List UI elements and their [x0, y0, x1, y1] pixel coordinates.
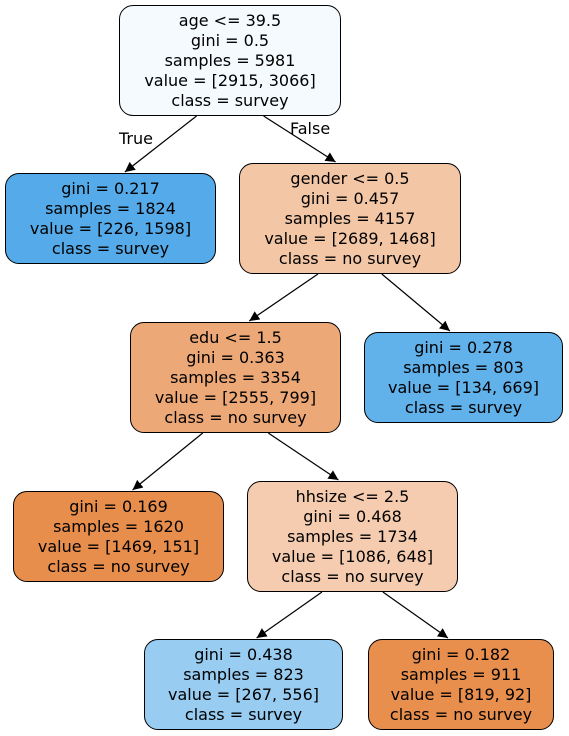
node-samples-text: samples = 1824: [45, 198, 176, 218]
node-value-text: value = [226, 1598]: [29, 218, 192, 238]
node-value-text: value = [2555, 799]: [154, 387, 317, 407]
node-samples-text: samples = 823: [183, 664, 304, 684]
node-class-text: class = no survey: [278, 248, 422, 268]
node-split-text: edu <= 1.5: [189, 327, 282, 347]
node-class-text: class = no survey: [164, 407, 307, 427]
node-class-text: class = survey: [404, 397, 523, 417]
node-class-text: class = survey: [51, 238, 170, 258]
edge-n3-n6: [267, 432, 339, 481]
node-value-text: value = [2915, 3066]: [144, 70, 316, 90]
node-gini-text: gini = 0.278: [414, 337, 513, 357]
node-split-text: gender <= 0.5: [290, 168, 410, 188]
node-gini-text: gini = 0.5: [190, 30, 270, 50]
edge-label-false: False: [290, 119, 331, 138]
edge-n3-n5: [132, 432, 204, 491]
node-value-text: value = [1469, 151]: [37, 536, 200, 556]
node-gini-text: gini = 0.438: [194, 644, 293, 664]
node-value-text: value = [819, 92]: [390, 684, 532, 704]
node-samples-text: samples = 803: [403, 357, 524, 377]
node-samples-text: samples = 4157: [284, 208, 416, 228]
edge-n2-n4: [381, 273, 451, 332]
node-gini-text: gini = 0.457: [300, 188, 400, 208]
node-value-text: value = [134, 669]: [387, 377, 539, 397]
node-samples-text: samples = 911: [400, 664, 522, 684]
node-class-text: class = survey: [171, 90, 289, 110]
node-samples-text: samples = 5981: [164, 50, 296, 70]
edge-label-true: True: [119, 129, 153, 148]
node-samples-text: samples = 3354: [170, 367, 301, 387]
node-split-text: age <= 39.5: [178, 10, 282, 30]
node-value-text: value = [267, 556]: [167, 684, 319, 704]
node-gini-text: gini = 0.182: [411, 644, 511, 664]
edge-n0-n1: [124, 115, 197, 173]
node-class-text: class = no survey: [389, 704, 533, 724]
edge-n6-n7: [256, 591, 323, 639]
node-value-text: value = [1086, 648]: [271, 546, 434, 566]
edge-n6-n8: [382, 591, 449, 639]
node-gini-text: gini = 0.169: [69, 496, 168, 516]
node-class-text: class = no survey: [47, 556, 190, 576]
node-class-text: class = survey: [184, 704, 303, 724]
node-gini-text: gini = 0.468: [303, 506, 402, 526]
node-samples-text: samples = 1620: [53, 516, 184, 536]
node-gini-text: gini = 0.217: [61, 178, 160, 198]
node-class-text: class = no survey: [281, 566, 424, 586]
node-samples-text: samples = 1734: [287, 526, 418, 546]
node-gini-text: gini = 0.363: [186, 347, 285, 367]
edge-n0-n2: [263, 115, 336, 163]
node-value-text: value = [2689, 1468]: [264, 228, 436, 248]
node-split-text: hhsize <= 2.5: [295, 486, 410, 506]
edge-n2-n3: [248, 273, 319, 322]
